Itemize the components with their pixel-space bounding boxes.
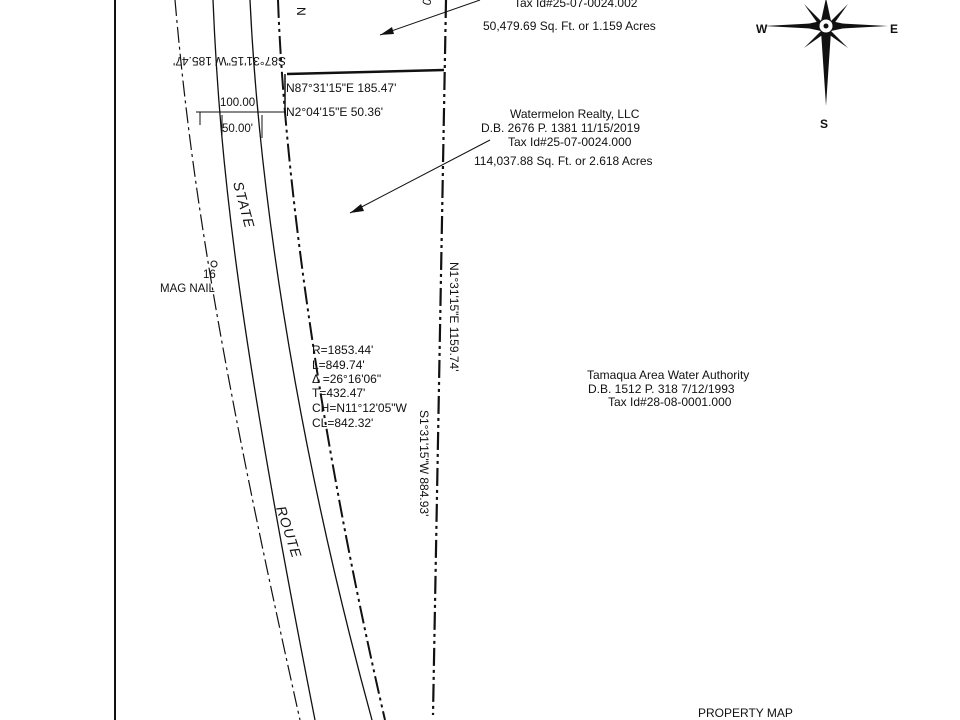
leader-arrowhead-main: [350, 204, 364, 213]
partial-label-0: 0': [419, 0, 435, 7]
east-parcel-deed: D.B. 1512 P. 318 7/12/1993: [588, 382, 735, 396]
north-line-bearing-rev: S87°31'15"W 185.47': [173, 54, 286, 68]
row-half-width: 50.00': [222, 123, 253, 135]
north-property-line: [286, 68, 445, 76]
curve-tangent: T=432.47': [312, 386, 365, 400]
main-parcel-area: 114,037.88 Sq. Ft. or 2.618 Acres: [474, 154, 653, 168]
monument-number: 16: [203, 269, 216, 281]
row-line-east: [277, 0, 386, 720]
east-parcel-owner: Tamaqua Area Water Authority: [587, 368, 749, 382]
top-parcel-area: 50,479.69 Sq. Ft. or 1.159 Acres: [483, 19, 656, 33]
curve-delta: Δ =26°16'06": [312, 372, 381, 386]
leader-arrow-top: [379, 0, 481, 36]
east-line-bearing: N1°31'15"E 1159.74': [447, 262, 461, 372]
main-parcel-owner: Watermelon Realty, LLC: [510, 107, 640, 121]
road-edge-west: [212, 0, 316, 720]
compass-west-label: W: [756, 22, 768, 36]
curve-radius: R=1853.44': [312, 343, 373, 357]
row-total-width: 100.00: [220, 97, 255, 109]
short-west-bearing: N2°04'15"E 50.36': [286, 105, 383, 119]
main-parcel-deed: D.B. 2676 P. 1381 11/15/2019: [481, 121, 640, 135]
curve-chord-bearing: CH=N11°12'05"W: [312, 401, 408, 415]
curve-chord-length: CL=842.32': [312, 416, 373, 430]
east-property-line: [431, 0, 448, 716]
monument-label: MAG NAIL: [160, 283, 216, 295]
road-edge-east: [249, 0, 373, 720]
row-line-west: [174, 0, 301, 720]
east-parcel-tax-id: Tax Id#28-08-0001.000: [608, 395, 732, 409]
compass-east-label: E: [890, 22, 898, 36]
north-line-bearing: N87°31'15"E 185.47': [286, 81, 396, 95]
top-parcel-tax-id: Tax Id#25-07-0024.002: [514, 0, 638, 10]
compass-rose-icon: [764, 0, 888, 106]
leader-arrowhead-top: [380, 27, 394, 35]
inner-line-bearing: S1°31'15"W 884.93': [417, 410, 431, 516]
partial-label-n: N: [294, 7, 308, 16]
leader-arrow-main: [349, 139, 491, 214]
curve-length: L=849.74': [312, 358, 365, 372]
road-label-route: ROUTE: [273, 504, 305, 560]
main-parcel-tax-id: Tax Id#25-07-0024.000: [508, 135, 632, 149]
compass-south-label: S: [820, 117, 828, 131]
road-label-state: STATE: [230, 180, 258, 231]
map-title: PROPERTY MAP: [698, 706, 793, 720]
mag-nail-marker: [210, 260, 218, 268]
